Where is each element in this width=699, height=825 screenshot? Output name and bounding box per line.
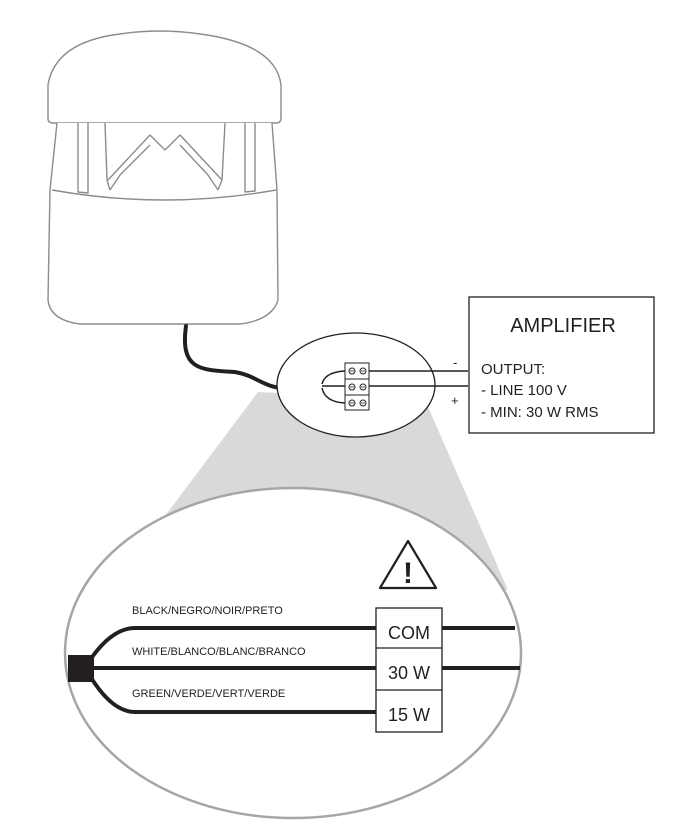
connection-wires <box>321 370 468 404</box>
detail-wires <box>88 626 520 714</box>
speaker-inner-louver <box>107 134 223 181</box>
terminal-block-icon <box>344 362 370 411</box>
speaker-body-top <box>51 189 277 201</box>
speaker-column-right <box>244 123 256 193</box>
amplifier-min-power: - MIN: 30 W RMS <box>481 404 599 421</box>
speaker-illustration <box>47 30 282 325</box>
warning-symbol: ! <box>403 557 413 590</box>
black-wire-label: BLACK/NEGRO/NOIR/PRETO <box>132 605 283 617</box>
speaker-column-left <box>77 123 89 194</box>
black-wire <box>88 626 376 662</box>
green-wire-label: GREEN/VERDE/VERT/VERDE <box>132 688 285 700</box>
amplifier-output-heading: OUTPUT: <box>481 361 545 378</box>
speaker-inner-louver-2 <box>109 144 219 191</box>
white-wire-label: WHITE/BLANCO/BLANC/BRANCO <box>132 646 306 658</box>
amplifier-box <box>468 296 655 434</box>
cable-sheath <box>68 655 94 682</box>
polarity-positive: + <box>451 393 459 408</box>
terminal-30w: 30 W <box>388 663 430 683</box>
speaker-body <box>47 122 279 325</box>
green-wire <box>88 674 376 714</box>
terminal-label-block: COM 30 W 15 W <box>375 607 443 733</box>
warning-triangle-icon: ! <box>378 539 438 590</box>
terminal-com: COM <box>388 623 430 643</box>
terminal-15w: 15 W <box>388 705 430 725</box>
amplifier-line-spec: - LINE 100 V <box>481 382 567 399</box>
polarity-negative: - <box>453 355 457 370</box>
amplifier-title: AMPLIFIER <box>510 315 616 337</box>
speaker-column-center-left <box>104 122 111 191</box>
speaker-dome <box>47 30 282 124</box>
